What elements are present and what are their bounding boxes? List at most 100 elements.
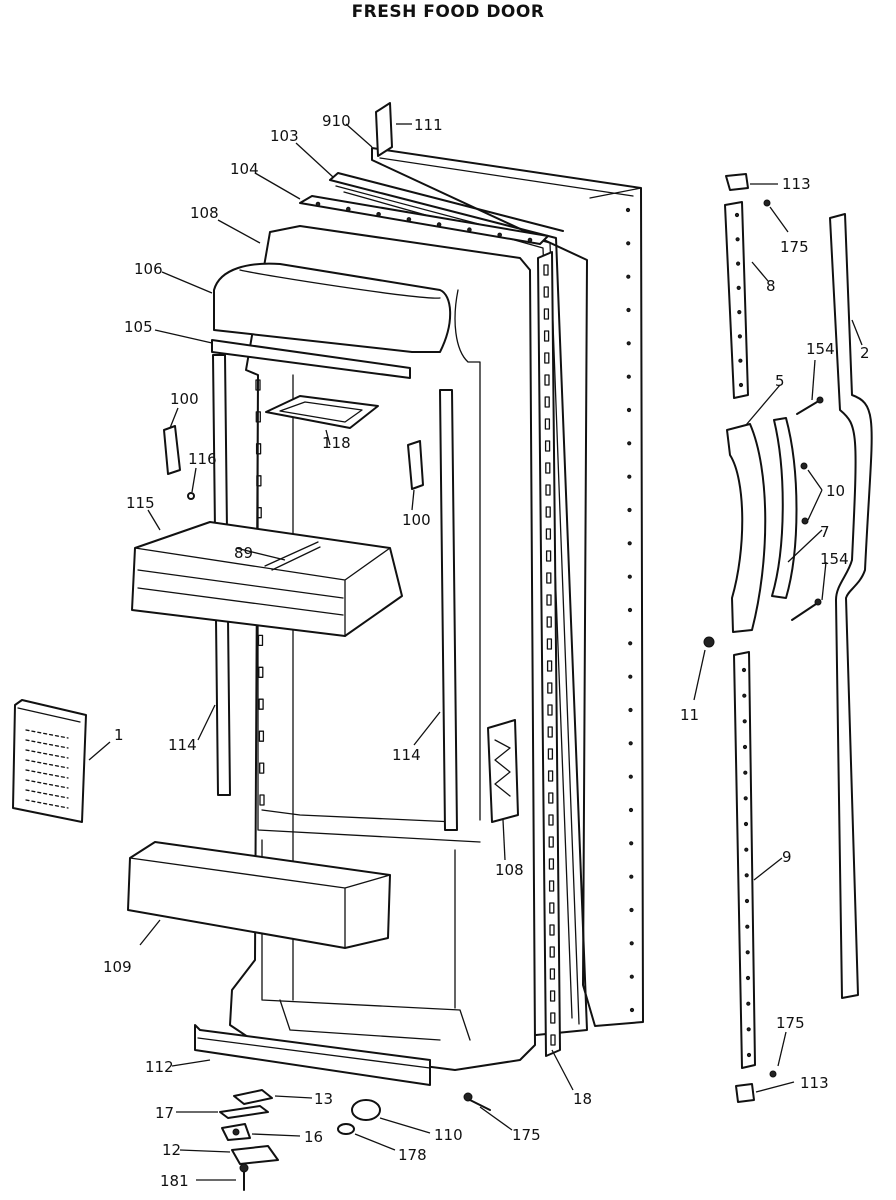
slot — [544, 352, 550, 364]
label-10: 10 — [826, 482, 845, 500]
slot — [543, 330, 550, 342]
label-113-bottom: 113 — [800, 1074, 829, 1092]
slot — [543, 286, 549, 298]
cap-113-bottom — [735, 1083, 755, 1103]
door-handle-5 — [726, 423, 767, 633]
shelf-bracket-right — [407, 440, 424, 490]
hole-dot — [376, 212, 381, 217]
label-113-top: 113 — [782, 175, 811, 193]
slot — [544, 418, 551, 430]
hole-dot — [625, 207, 631, 213]
slot — [547, 704, 553, 716]
slot — [258, 666, 264, 678]
hole-dot — [626, 307, 631, 313]
hinge-shim-13 — [233, 1089, 273, 1105]
slot — [546, 594, 552, 606]
hole-dot — [746, 1001, 751, 1006]
hole-dot — [628, 674, 633, 679]
slot — [548, 836, 554, 848]
label-104: 104 — [230, 160, 259, 178]
hole-dot — [627, 541, 632, 546]
slot — [545, 550, 552, 562]
label-12: 12 — [162, 1141, 181, 1159]
dairy-door-trim — [211, 339, 411, 379]
slot — [543, 308, 550, 320]
hole-dot — [628, 807, 634, 813]
inner-door-liner — [229, 225, 536, 1071]
hole-dot — [737, 310, 742, 315]
shelf-support-right — [439, 389, 458, 831]
screw-154-upper — [796, 396, 824, 415]
label-154-lower: 154 — [820, 550, 849, 568]
slot — [545, 506, 551, 518]
slot — [545, 528, 552, 540]
slot — [547, 726, 553, 738]
text-line — [25, 739, 69, 749]
hole-dot — [626, 407, 632, 413]
hole-dot — [627, 474, 632, 479]
slot — [258, 730, 265, 742]
label-181: 181 — [160, 1172, 189, 1190]
slot — [550, 1034, 556, 1046]
label-111: 111 — [414, 116, 443, 134]
spacer-178 — [337, 1123, 355, 1135]
slot — [548, 880, 555, 892]
hole-dot — [315, 201, 321, 207]
hole-dot — [629, 874, 634, 879]
hole-dot — [626, 274, 631, 279]
label-175-top: 175 — [780, 238, 809, 256]
slot — [259, 762, 265, 774]
hole-dot — [629, 1007, 635, 1013]
slot — [545, 462, 551, 474]
hole-dot — [628, 741, 633, 746]
label-17: 17 — [155, 1104, 174, 1122]
slot — [544, 440, 551, 452]
slot — [545, 484, 551, 496]
label-154-upper: 154 — [806, 340, 835, 358]
hole-dot — [346, 206, 351, 212]
shelf-bracket-left — [163, 425, 181, 475]
door-gasket — [329, 172, 588, 1036]
hole-dot — [436, 222, 442, 227]
text-line — [25, 799, 69, 809]
slot — [549, 924, 555, 936]
hole-dot — [626, 241, 631, 246]
door-shelf-bin — [131, 521, 403, 637]
text-line — [25, 759, 69, 769]
hole-dot — [745, 950, 750, 955]
part-labels: 910 111 103 104 108 106 105 100 116 118 … — [103, 112, 870, 1190]
handle-mount-upper-8 — [724, 201, 749, 399]
hole-dot — [734, 212, 740, 218]
screw-175-top — [763, 199, 771, 207]
label-108-mid: 108 — [495, 861, 524, 879]
label-9: 9 — [782, 848, 792, 866]
label-89: 89 — [234, 544, 253, 562]
handle-insert-7 — [771, 417, 798, 599]
slot — [548, 792, 554, 804]
bottom-trim — [194, 1024, 431, 1086]
slot — [549, 902, 555, 914]
hole-dot — [627, 507, 632, 513]
slot — [547, 682, 553, 694]
hole-dot — [629, 941, 634, 946]
slot — [549, 946, 555, 958]
label-7: 7 — [820, 523, 830, 541]
hole-dot — [742, 744, 748, 750]
hole-dot — [527, 237, 533, 243]
slot — [255, 379, 261, 391]
slot — [544, 374, 550, 386]
hole-dot — [736, 261, 741, 266]
slot — [258, 698, 264, 710]
label-103: 103 — [270, 127, 299, 145]
label-114-left: 114 — [168, 736, 197, 754]
hole-dot — [744, 873, 749, 878]
dairy-compartment-door — [213, 262, 452, 353]
hole-dot — [745, 924, 750, 929]
leader-lines — [88, 123, 863, 1181]
label-100-right: 100 — [402, 511, 431, 529]
egg-tray — [265, 395, 379, 429]
cap-11 — [703, 636, 715, 648]
trim-strip-2 — [829, 213, 873, 999]
door-stop-110 — [351, 1099, 381, 1121]
